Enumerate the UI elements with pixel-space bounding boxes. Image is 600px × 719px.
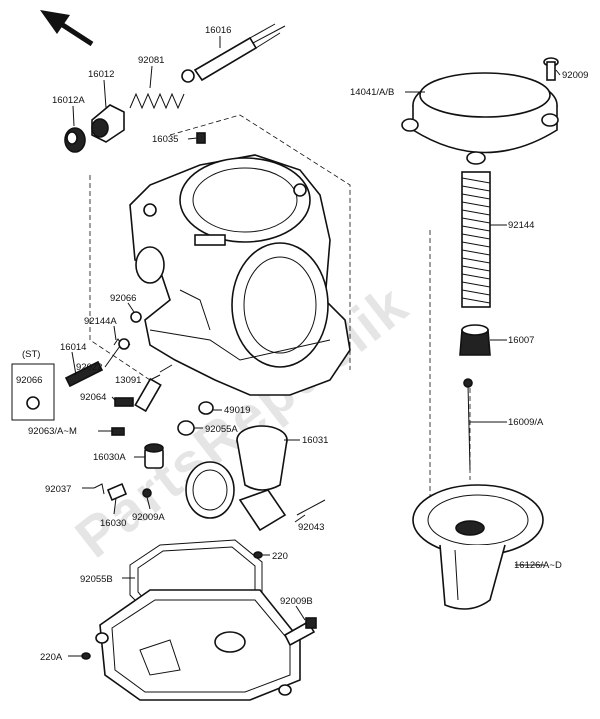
label-92037: 92037	[45, 484, 71, 495]
label-92055b: 92055B	[80, 574, 113, 585]
front-arrow-icon	[40, 10, 94, 47]
label-16126: 16126/A~D	[514, 560, 562, 571]
part-14041-top-cover	[401, 72, 559, 165]
part-92037-clip	[93, 483, 105, 495]
st-inset-title: (ST)	[22, 349, 40, 360]
part-16012-cap	[91, 104, 125, 143]
label-16009: 16009/A	[508, 417, 544, 428]
part-92066-oring	[130, 311, 142, 323]
part-16030-jet	[106, 482, 128, 502]
part-92081-spring	[129, 92, 185, 110]
st-inset-box: (ST) 92066	[11, 349, 55, 421]
label-16030a: 16030A	[93, 452, 126, 463]
label-92064: 92064	[80, 392, 106, 403]
part-92009a-screw	[142, 488, 152, 498]
part-49019-plug	[198, 401, 214, 415]
label-13091: 13091	[115, 375, 141, 386]
part-220-screw	[253, 551, 263, 559]
part-16035-screw	[196, 132, 206, 144]
label-16016: 16016	[205, 25, 231, 36]
part-92063-jet	[111, 427, 125, 436]
part-16030a-holder	[144, 443, 164, 469]
float-bowl	[95, 589, 301, 701]
label-92009a: 92009A	[132, 512, 165, 523]
part-13091-valve	[134, 364, 173, 413]
label-16031: 16031	[302, 435, 328, 446]
label-92022: 92022	[76, 362, 102, 373]
carburetor-body	[129, 154, 351, 396]
part-92009-screw	[543, 57, 559, 81]
part-16031-float	[185, 425, 288, 532]
part-92043-pin	[296, 499, 326, 516]
label-49019: 49019	[224, 405, 250, 416]
label-92055a: 92055A	[205, 424, 238, 435]
part-92055a-oring	[177, 420, 195, 436]
part-92064-screw	[114, 397, 134, 407]
label-16030: 16030	[100, 518, 126, 529]
label-92066: 92066	[110, 293, 136, 304]
label-14041: 14041/A/B	[350, 87, 394, 98]
label-16007: 16007	[508, 335, 534, 346]
label-92009: 92009	[562, 70, 588, 81]
label-92144a: 92144A	[84, 316, 117, 327]
label-92063: 92063/A~M	[28, 426, 77, 437]
label-92081: 92081	[138, 55, 164, 66]
part-16014-screw	[64, 360, 104, 388]
label-92043: 92043	[298, 522, 324, 533]
label-16014: 16014	[60, 342, 86, 353]
st-inset-part-number: 92066	[16, 375, 42, 386]
part-220a-screw	[81, 652, 91, 660]
part-16016-needle	[181, 23, 286, 83]
leader-lines	[68, 36, 561, 657]
label-220: 220	[272, 551, 288, 562]
label-16012: 16012	[88, 69, 114, 80]
part-16007-holder	[459, 324, 491, 356]
label-16035: 16035	[152, 134, 178, 145]
part-16012a-cap	[64, 127, 86, 153]
part-labels: 16016 92081 16012 16012A 16035 14041/A/B…	[28, 25, 588, 663]
label-16012a: 16012A	[52, 95, 85, 106]
label-92144: 92144	[508, 220, 534, 231]
part-92144-spring	[461, 171, 491, 308]
part-92009b-screw	[283, 617, 317, 647]
label-220a: 220A	[40, 652, 63, 663]
part-92022-washer	[118, 338, 130, 350]
label-92009b: 92009B	[280, 596, 313, 607]
part-16126-piston	[412, 484, 544, 610]
part-16009-jet-needle	[463, 378, 473, 471]
